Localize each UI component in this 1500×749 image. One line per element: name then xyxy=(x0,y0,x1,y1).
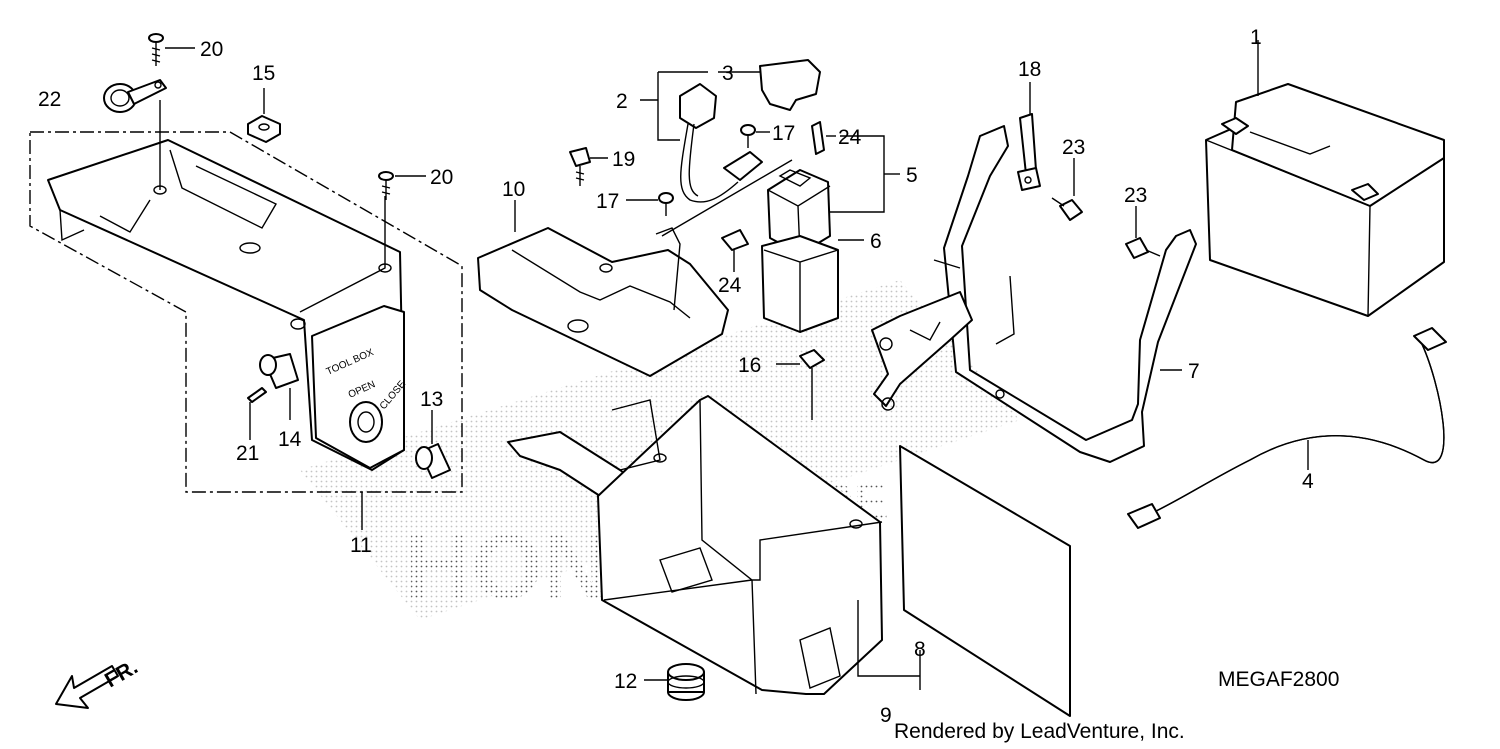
part-18-strap[interactable] xyxy=(1017,113,1041,191)
callout-3: 3 xyxy=(722,62,734,85)
part-17-bolt-upper[interactable] xyxy=(740,124,756,148)
front-indicator-label: FR. xyxy=(101,655,142,692)
diagram-code: MEGAF2800 xyxy=(1218,668,1339,691)
callout-labels: 1 2 3 4 5 6 7 8 9 10 11 12 13 14 15 16 1… xyxy=(38,26,1314,727)
part-8-battery-pad[interactable] xyxy=(899,445,1071,717)
callout-15: 15 xyxy=(252,62,275,85)
part-4-negative-cable[interactable] xyxy=(1127,327,1447,529)
part-20-screw-top[interactable] xyxy=(148,33,164,66)
part-10-battery-holder[interactable] xyxy=(477,227,729,377)
callout-14: 14 xyxy=(278,428,302,451)
part-14-grommet[interactable] xyxy=(259,353,299,389)
callout-24a: 24 xyxy=(838,126,862,149)
callout-20b: 20 xyxy=(430,166,453,189)
credit-line: Rendered by LeadVenture, Inc. xyxy=(894,720,1185,743)
callout-16: 16 xyxy=(738,354,761,377)
callout-19: 19 xyxy=(612,148,635,171)
callout-4: 4 xyxy=(1302,470,1314,493)
part-12-grommet[interactable] xyxy=(667,663,705,701)
callout-18: 18 xyxy=(1018,58,1041,81)
part-11-toolbox-cover[interactable]: TOOL BOX OPEN CLOSE xyxy=(47,139,408,471)
callout-7: 7 xyxy=(1188,360,1200,383)
callout-5: 5 xyxy=(906,164,918,187)
callout-13: 13 xyxy=(420,388,443,411)
callout-21: 21 xyxy=(236,442,259,465)
part-23-bolt-upper[interactable] xyxy=(1051,197,1083,221)
callout-17b: 17 xyxy=(596,190,619,213)
callout-17a: 17 xyxy=(772,122,795,145)
callout-9: 9 xyxy=(880,704,892,727)
callout-2: 2 xyxy=(616,90,628,113)
part-6-relay-cover[interactable] xyxy=(761,235,839,333)
part-16-bolt[interactable] xyxy=(799,349,825,420)
callout-23a: 23 xyxy=(1062,136,1085,159)
callout-22: 22 xyxy=(38,88,61,111)
part-9-battery-box[interactable] xyxy=(507,395,883,695)
part-21-pin[interactable] xyxy=(247,387,267,403)
callout-11: 11 xyxy=(350,534,372,557)
callout-23b: 23 xyxy=(1124,184,1147,207)
part-1-battery[interactable] xyxy=(1205,83,1445,317)
callout-20a: 20 xyxy=(200,38,223,61)
callout-24b: 24 xyxy=(718,274,742,297)
part-13-bolt[interactable] xyxy=(415,443,451,479)
part-3-terminal-cap[interactable] xyxy=(759,59,821,111)
callout-10: 10 xyxy=(502,178,525,201)
part-19-bolt[interactable] xyxy=(569,147,591,186)
callout-12: 12 xyxy=(614,670,637,693)
part-22-clip[interactable] xyxy=(103,79,167,113)
callout-1: 1 xyxy=(1250,26,1262,49)
callout-8: 8 xyxy=(914,638,926,661)
part-23-bolt-lower[interactable] xyxy=(1125,237,1161,259)
part-24-fuse-lower[interactable] xyxy=(721,229,749,251)
part-15-nut[interactable] xyxy=(247,115,281,143)
callout-6: 6 xyxy=(870,230,882,253)
part-17-bolt-lower[interactable] xyxy=(658,192,674,216)
part-24-fuse-upper[interactable] xyxy=(811,121,825,155)
part-2-positive-cable[interactable] xyxy=(679,83,763,203)
part-5-starter-relay[interactable] xyxy=(767,169,831,255)
part-20-screw-mid[interactable] xyxy=(378,171,394,200)
front-direction-arrow: FR. xyxy=(55,655,142,709)
part-7-battery-bracket[interactable] xyxy=(871,125,1197,463)
